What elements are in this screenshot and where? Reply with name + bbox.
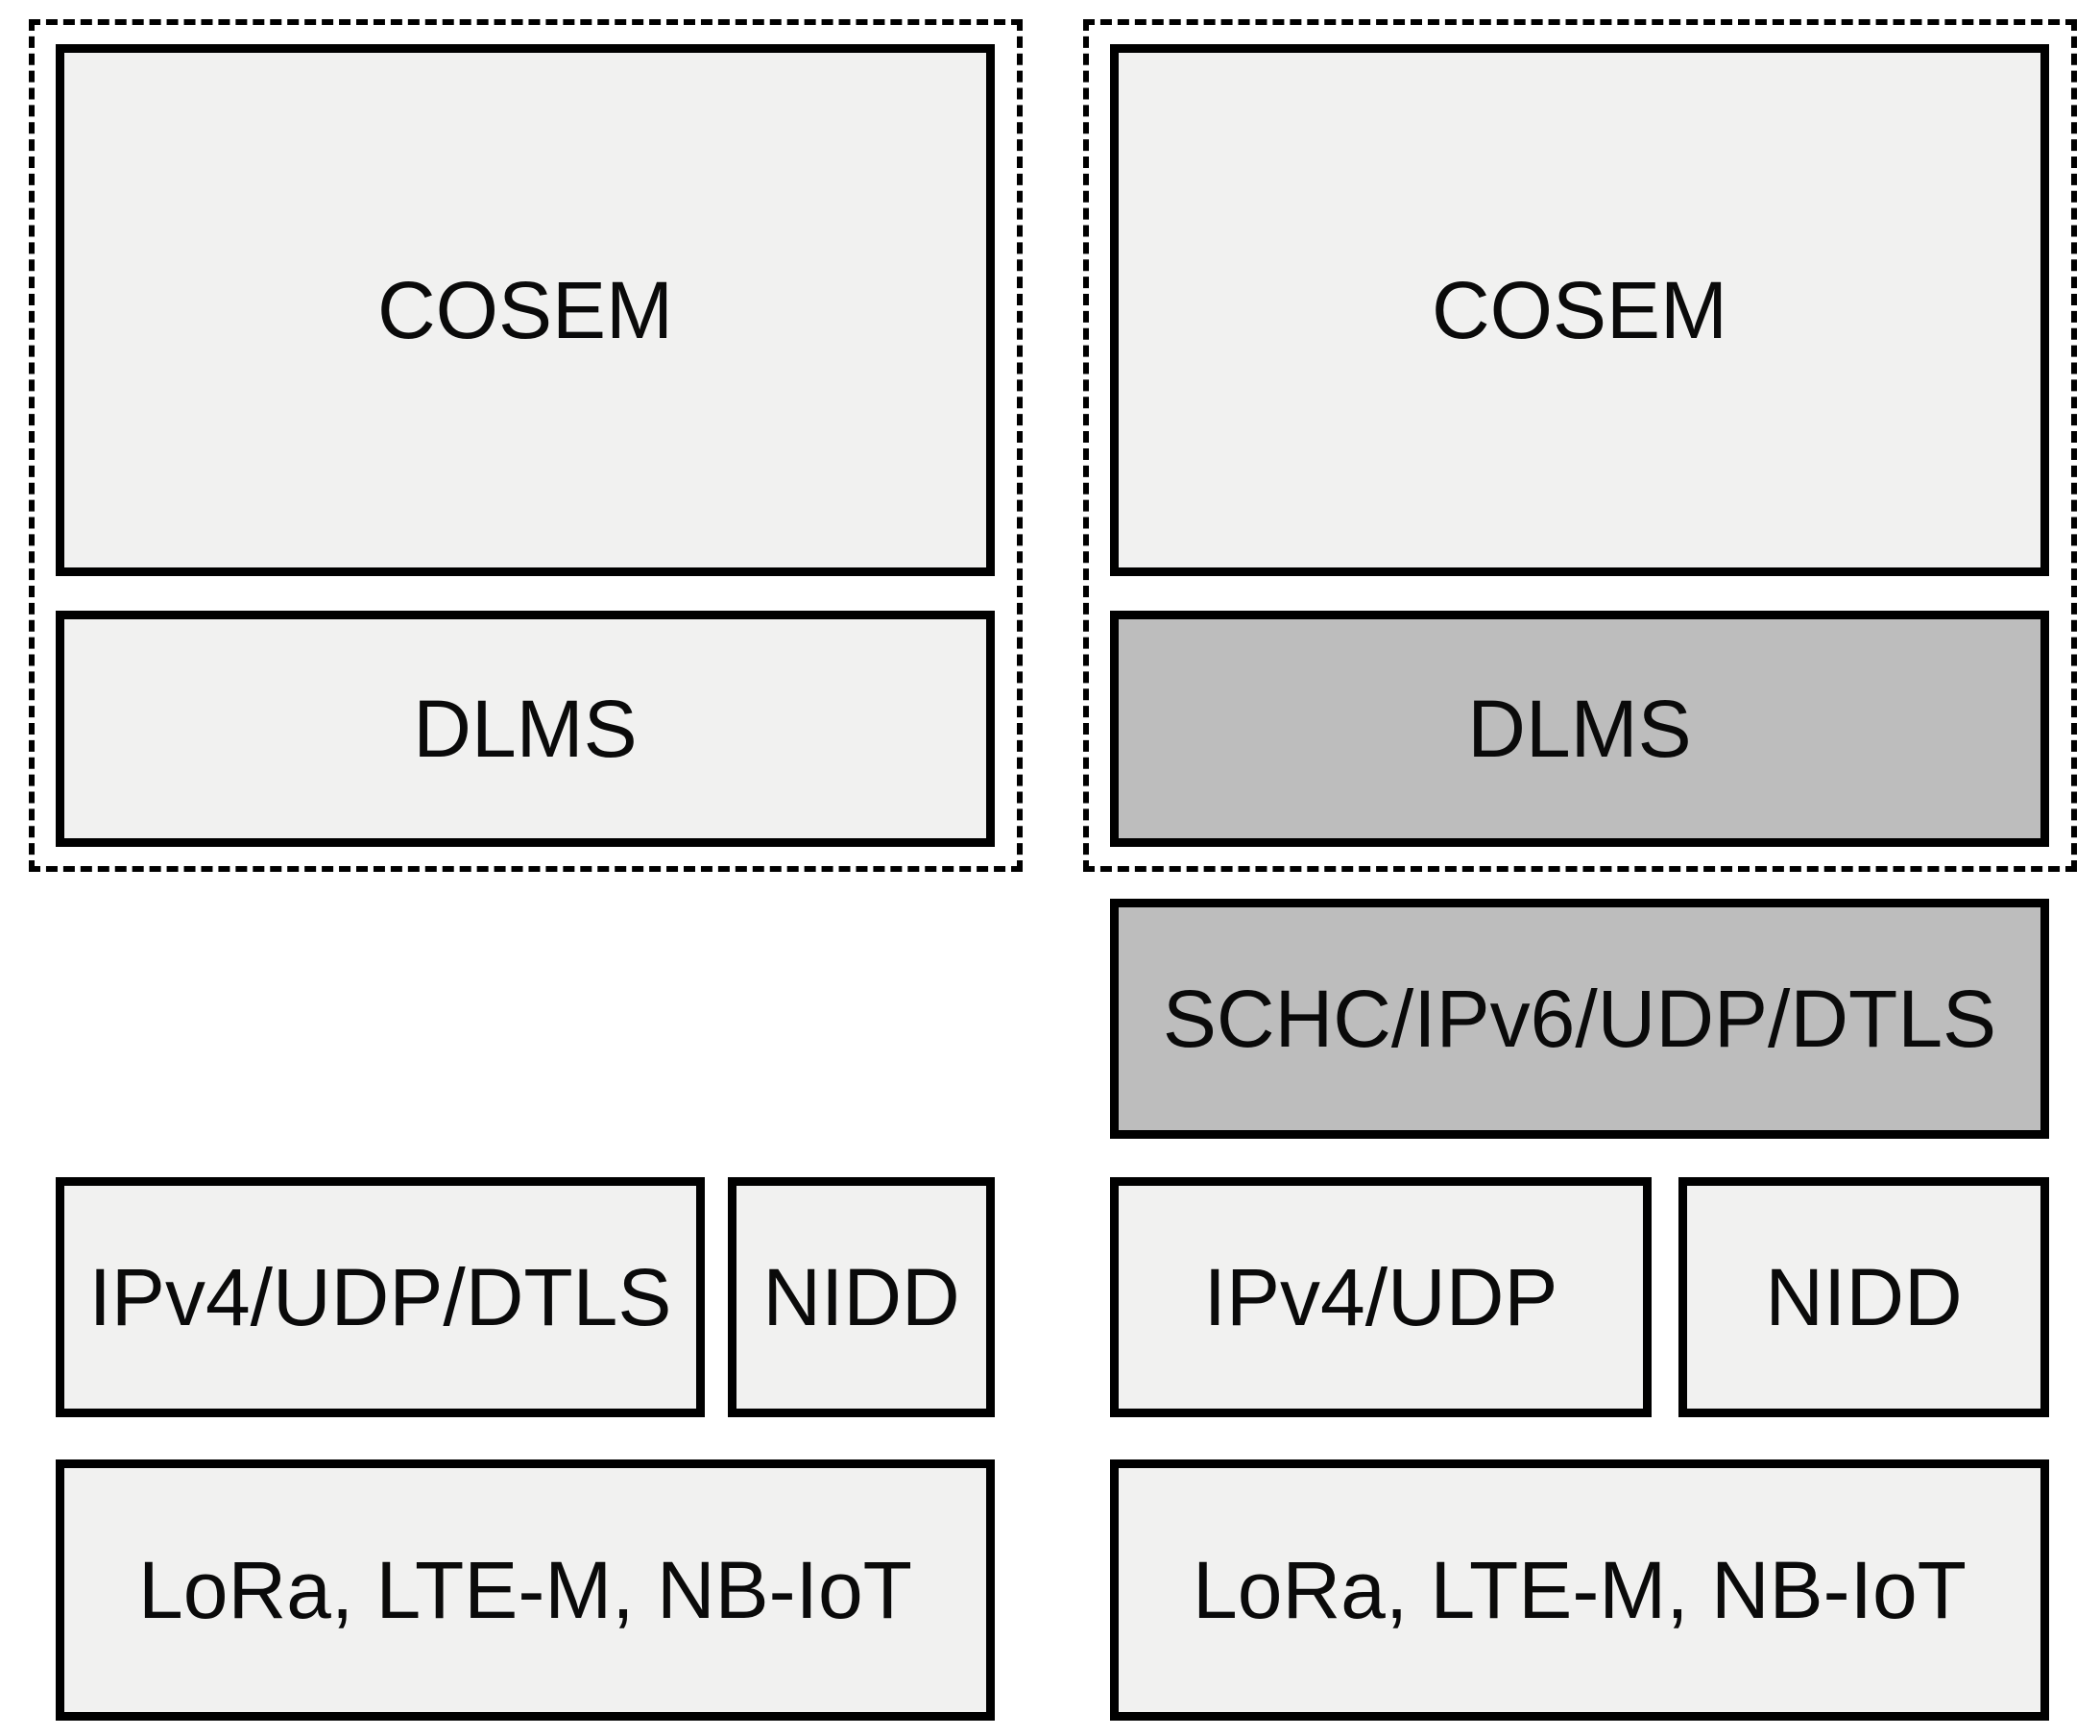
right-phy-label: LoRa, LTE-M, NB-IoT <box>1193 1545 1967 1635</box>
right-dlms-cosem-dashed-group <box>1083 19 2077 872</box>
left-cosem-label: COSEM <box>376 265 674 355</box>
left-dlms-box: DLMS <box>56 611 995 847</box>
left-phy-box: LoRa, LTE-M, NB-IoT <box>56 1459 995 1721</box>
left-dlms-cosem-dashed-group <box>29 19 1023 872</box>
right-schc-adaptation-box: SCHC/IPv6/UDP/DTLS <box>1110 899 2049 1139</box>
left-dlms-label: DLMS <box>413 684 638 774</box>
right-phy-box: LoRa, LTE-M, NB-IoT <box>1110 1459 2049 1721</box>
left-phy-label: LoRa, LTE-M, NB-IoT <box>138 1545 912 1635</box>
right-cosem-label: COSEM <box>1431 265 1728 355</box>
right-dlms-label: DLMS <box>1467 684 1692 774</box>
left-transport-label: IPv4/UDP/DTLS <box>88 1252 672 1342</box>
right-nidd-label: NIDD <box>1765 1252 1963 1342</box>
right-schc-adaptation-label: SCHC/IPv6/UDP/DTLS <box>1162 974 1997 1064</box>
right-nidd-box: NIDD <box>1678 1177 2049 1417</box>
right-transport-box: IPv4/UDP <box>1110 1177 1652 1417</box>
left-nidd-box: NIDD <box>728 1177 995 1417</box>
right-transport-label: IPv4/UDP <box>1203 1252 1558 1342</box>
left-cosem-box: COSEM <box>56 44 995 576</box>
left-transport-box: IPv4/UDP/DTLS <box>56 1177 705 1417</box>
right-cosem-box: COSEM <box>1110 44 2049 576</box>
right-dlms-box: DLMS <box>1110 611 2049 847</box>
left-nidd-label: NIDD <box>762 1252 960 1342</box>
